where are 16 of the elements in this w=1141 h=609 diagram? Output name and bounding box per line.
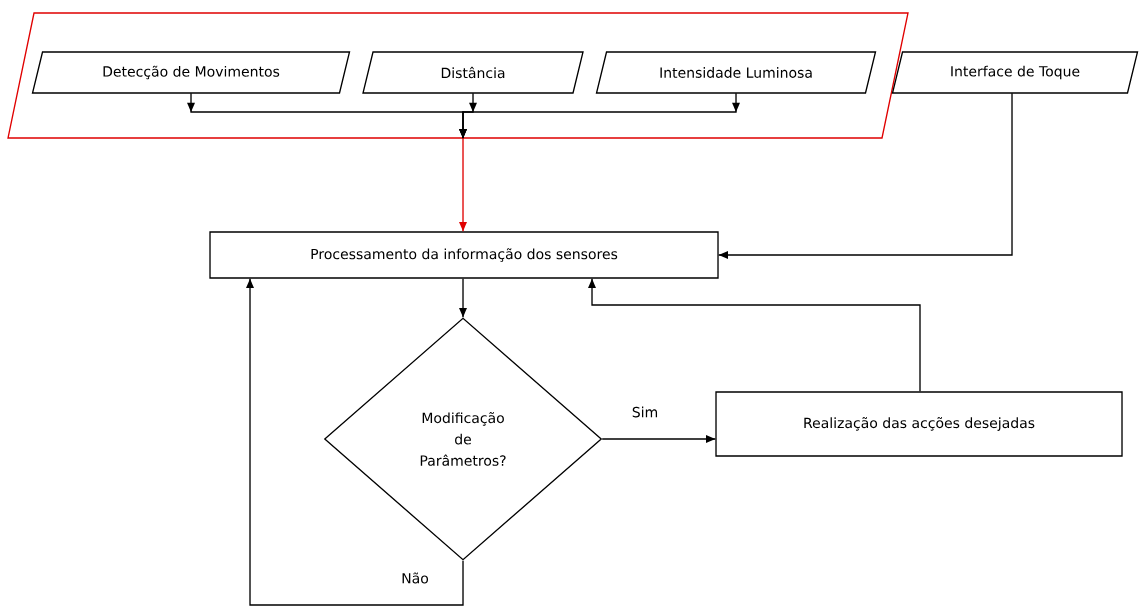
arrow bbox=[588, 278, 921, 392]
arrow bbox=[246, 278, 464, 606]
arrow bbox=[718, 92, 1013, 259]
input-parallelogram: Interface de Toque bbox=[891, 51, 1139, 94]
input-parallelogram: Detecção de Movimentos bbox=[31, 51, 351, 94]
input-parallelogram: Distância bbox=[362, 51, 584, 94]
arrow bbox=[459, 137, 467, 232]
input-parallelogram: Intensidade Luminosa bbox=[595, 51, 877, 94]
arrow bbox=[601, 435, 716, 443]
process-box: Processamento da informação dos sensores bbox=[209, 231, 719, 279]
edge-label: Sim bbox=[630, 405, 660, 419]
group-parallelogram bbox=[7, 12, 909, 139]
process-box: Realização das acções desejadas bbox=[715, 391, 1123, 457]
arrow bbox=[459, 278, 467, 318]
edge-label: Não bbox=[399, 571, 431, 585]
arrow bbox=[459, 92, 740, 139]
